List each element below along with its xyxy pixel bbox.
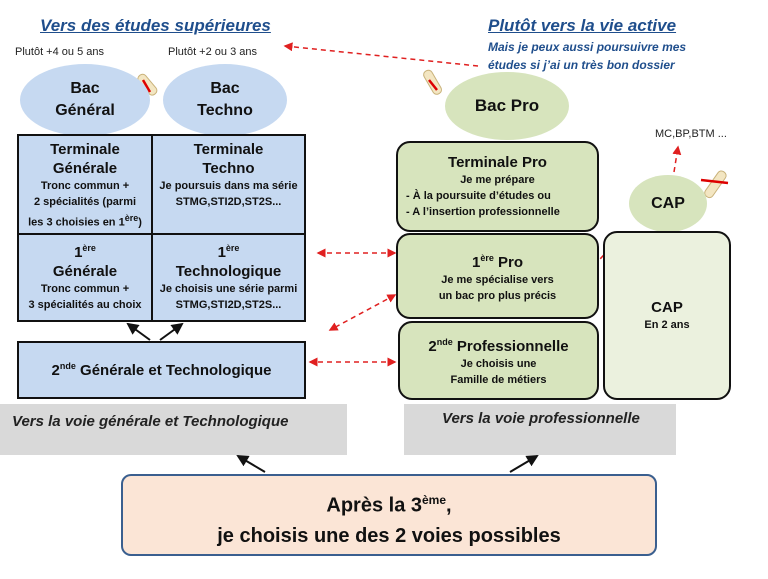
premiere-technologique: 1ère Technologique Je choisis une série … [151, 233, 306, 322]
arrow-bacpro-to-studies [283, 42, 479, 67]
cap-ellipse: CAP [629, 175, 707, 232]
band-pro: Vers la voie professionnelle [404, 404, 676, 455]
band-general: Vers la voie générale et Technologique [0, 404, 347, 455]
left-title: Vers des études supérieures [40, 16, 271, 35]
right-title: Plutôt vers la vie active [488, 16, 677, 35]
after-cap: MC,BP,BTM ... [655, 128, 727, 140]
premiere-generale: 1ère Générale Tronc commun +3 spécialité… [17, 233, 153, 322]
duration-techno: Plutôt +2 ou 3 ans [168, 46, 257, 58]
seconde-gt: 2nde Générale et Technologique [17, 341, 306, 399]
terminale-pro: Terminale Pro Je me prépare - À la pours… [396, 141, 599, 232]
after-3eme-box: Après la 3ème, je choisis une des 2 voie… [121, 474, 657, 556]
diploma-icon [137, 69, 729, 199]
bac-pro: Bac Pro [445, 72, 569, 140]
duration-general: Plutôt +4 ou 5 ans [15, 46, 104, 58]
